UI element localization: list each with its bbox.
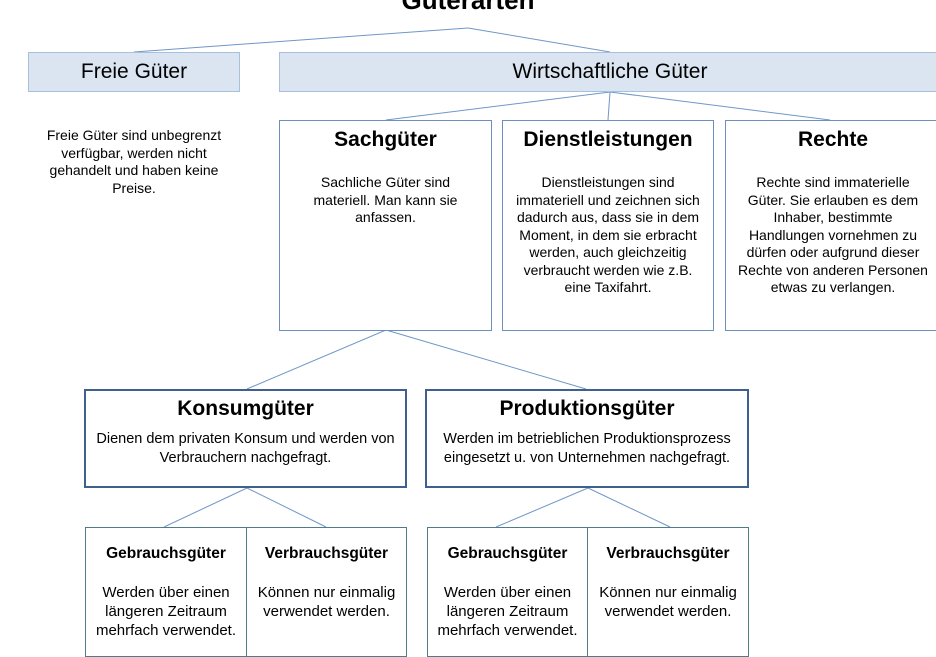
- leaf-box-produktion-gebrauchsgueter: Gebrauchsgüter Werden über einen längere…: [427, 527, 588, 657]
- connector-title-economic: [467, 27, 611, 53]
- category-title-rechte: Rechte: [797, 128, 869, 151]
- economic-goods-label: Wirtschaftliche Güter: [512, 60, 708, 83]
- goods-type-title-konsumgueter: Konsumgüter: [177, 397, 314, 420]
- leaf-description-produktion-verbrauchsgueter: Können nur einmalig verwendet werden.: [599, 584, 737, 620]
- connector-produktion-gebrauch: [495, 487, 589, 528]
- leaf-title-produktion-verbrauchsgueter: Verbrauchsgüter: [606, 545, 730, 562]
- leaf-description-konsum-gebrauchsgueter: Werden über einen längeren Zeitraum mehr…: [95, 584, 237, 639]
- connector-economic-dienstleistungen: [607, 91, 611, 121]
- leaf-box-produktion-verbrauchsgueter: Verbrauchsgüter Können nur einmalig verw…: [587, 527, 749, 657]
- leaf-title-produktion-gebrauchsgueter: Gebrauchsgüter: [447, 545, 568, 562]
- connector-konsum-gebrauch: [163, 487, 248, 528]
- category-title-sachgueter: Sachgüter: [334, 128, 437, 151]
- leaf-box-konsum-gebrauchsgueter: Gebrauchsgüter Werden über einen längere…: [85, 527, 247, 657]
- free-goods-description: Freie Güter sind unbegrenzt verfügbar, w…: [46, 127, 222, 196]
- connector-konsum-verbrauch: [246, 487, 327, 528]
- connector-produktion-verbrauch: [587, 487, 671, 528]
- category-description-dienstleistungen: Dienstleistungen sind immateriell und ze…: [516, 174, 700, 295]
- free-goods-header: Freie Güter: [28, 52, 240, 92]
- connector-sachgueter-produktion: [385, 329, 587, 390]
- economic-goods-header: Wirtschaftliche Güter: [279, 52, 936, 92]
- connector-sachgueter-konsum: [246, 329, 387, 390]
- goods-type-description-produktionsgueter: Werden im betrieblichen Produktionsproze…: [443, 431, 731, 466]
- category-description-rechte: Rechte sind immaterielle Güter. Sie erla…: [738, 174, 928, 295]
- goods-type-box-konsumgueter: Konsumgüter Dienen dem privaten Konsum u…: [84, 389, 407, 488]
- leaf-box-konsum-verbrauchsgueter: Verbrauchsgüter Können nur einmalig verw…: [246, 527, 407, 657]
- goods-type-box-produktionsgueter: Produktionsgüter Werden im betrieblichen…: [425, 389, 749, 488]
- category-box-rechte: Rechte Rechte sind immaterielle Güter. S…: [725, 120, 936, 331]
- connector-economic-rechte: [609, 91, 831, 121]
- diagram-title: Güterarten: [401, 0, 535, 15]
- leaf-title-konsum-verbrauchsgueter: Verbrauchsgüter: [264, 545, 389, 562]
- connector-title-free: [133, 27, 469, 53]
- category-box-sachgueter: Sachgüter Sachliche Güter sind materiell…: [279, 120, 492, 331]
- leaf-description-produktion-gebrauchsgueter: Werden über einen längeren Zeitraum mehr…: [437, 584, 578, 639]
- leaf-description-konsum-verbrauchsgueter: Können nur einmalig verwendet werden.: [257, 584, 396, 620]
- connector-economic-sachgueter: [385, 91, 611, 121]
- leaf-title-konsum-gebrauchsgueter: Gebrauchsgüter: [106, 545, 226, 562]
- goods-type-description-konsumgueter: Dienen dem privaten Konsum und werden vo…: [96, 431, 395, 466]
- category-title-dienstleistungen: Dienstleistungen: [523, 128, 693, 151]
- category-description-sachgueter: Sachliche Güter sind materiell. Man kann…: [313, 174, 458, 225]
- free-goods-label: Freie Güter: [80, 60, 188, 83]
- category-box-dienstleistungen: Dienstleistungen Dienstleistungen sind i…: [502, 120, 714, 331]
- goods-type-title-produktionsgueter: Produktionsgüter: [499, 397, 675, 420]
